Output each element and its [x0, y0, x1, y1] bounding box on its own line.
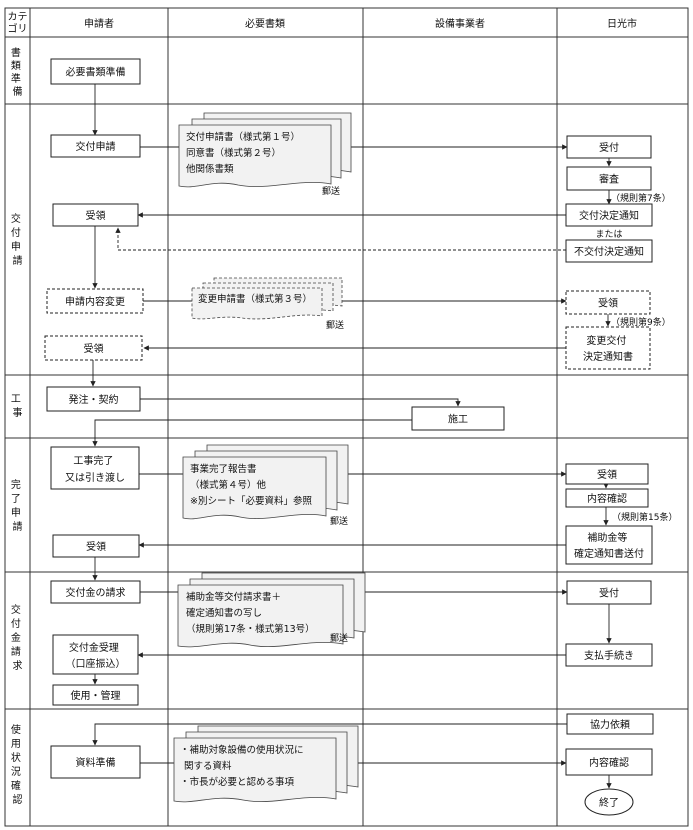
node-cooperation: 協力依頼: [566, 713, 654, 735]
doc-payment-set: 補助金等交付請求書＋ 確定通知書の写し （規則第17条・様式第13号） 郵送: [177, 572, 366, 648]
node-procedure: 支払手続き: [565, 643, 653, 667]
svg-text:受付: 受付: [599, 141, 619, 154]
svg-text:交付決定通知: 交付決定通知: [579, 209, 639, 222]
row-label-issue: 交 付 申 請: [11, 212, 24, 267]
row-label-payment: 交 付 金 請 求: [11, 603, 24, 672]
node-fix-notice: 補助金等 確定通知書送付: [565, 525, 653, 565]
mail-label: 郵送: [322, 185, 340, 197]
node-decision: 交付決定通知: [565, 203, 653, 227]
rule15-note: （規則第15条）: [612, 511, 677, 523]
svg-text:内容確認: 内容確認: [587, 492, 627, 505]
svg-text:発注・契約: 発注・契約: [69, 393, 119, 406]
svg-text:交付申請: 交付申請: [76, 140, 116, 153]
node-payment-request: 交付金の請求: [50, 580, 141, 604]
svg-text:申請内容変更: 申請内容変更: [65, 295, 125, 308]
node-work: 施工: [411, 406, 505, 431]
rule9-note: （規則第9条）: [611, 316, 671, 328]
node-city-receive4: 受付: [566, 580, 652, 605]
mail-label-2: 郵送: [326, 319, 344, 331]
node-docs-prep: 必要書類準備: [50, 58, 141, 85]
doc-change: 変更申請書（様式第３号） 郵送: [191, 277, 344, 331]
node-end: 終了: [584, 788, 634, 816]
node-city-receive3: 受領: [565, 463, 649, 485]
svg-text:審査: 審査: [599, 173, 619, 186]
row-label-prep: 書 類 準 備: [11, 46, 24, 98]
svg-text:工事完了 又は引き渡し: 工事完了 又は引き渡し: [65, 454, 125, 484]
node-applicant-receive2: 受領: [44, 335, 143, 361]
doc-usage-text: ・補助対象設備の使用状況に 関する資料 ・市長が必要と認める事項: [180, 744, 307, 788]
doc-application-set: 交付申請書（様式第１号） 同意書（様式第２号） 他関係書類 郵送: [178, 112, 352, 197]
node-change-app: 申請内容変更: [46, 288, 144, 314]
row-label-completion: 完 了 申 請: [11, 478, 24, 533]
svg-text:内容確認: 内容確認: [589, 756, 629, 769]
header-city: 日光市: [607, 17, 637, 30]
node-change-notice: 変更交付 決定通知書: [565, 326, 651, 370]
row-label-construction: 工 事: [11, 394, 24, 419]
svg-text:受領: 受領: [86, 209, 106, 222]
svg-text:受付: 受付: [599, 587, 619, 600]
doc-change-text: 変更申請書（様式第３号）: [198, 293, 312, 305]
node-application: 交付申請: [50, 134, 141, 158]
or-label: または: [595, 229, 622, 240]
mail-label-3: 郵送: [330, 515, 348, 527]
svg-text:補助金等 確定通知書送付: 補助金等 確定通知書送付: [574, 531, 644, 560]
svg-text:施工: 施工: [448, 413, 468, 426]
svg-text:受領: 受領: [86, 540, 106, 553]
svg-text:受領: 受領: [84, 342, 104, 355]
header-category-2: ゴリ: [8, 22, 28, 35]
header-row: カテ ゴリ 申請者 必要書類 設備事業者 日光市: [8, 11, 638, 35]
svg-text:終了: 終了: [599, 796, 619, 809]
node-city-receive2: 受領: [565, 290, 651, 315]
node-applicant-receive: 受領: [52, 203, 139, 227]
doc-application-text: 交付申請書（様式第１号） 同意書（様式第２号） 他関係書類: [186, 131, 303, 175]
node-city-review: 審査: [566, 166, 652, 191]
header-documents: 必要書類: [245, 17, 285, 30]
row-labels: 書 類 準 備 交 付 申 請 工 事 完 了 申 請 交 付 金 請 求: [11, 46, 24, 806]
doc-completion-text: 事業完了報告書 （様式第４号）他 ※別シート「必要資料」参照: [190, 463, 312, 507]
svg-text:支払手続き: 支払手続き: [584, 649, 634, 662]
doc-payment-text: 補助金等交付請求書＋ 確定通知書の写し （規則第17条・様式第13号）: [186, 591, 315, 635]
node-receipt: 交付金受理 （口座振込）: [52, 634, 139, 675]
node-city-receive: 受付: [566, 135, 652, 159]
node-rejection: 不交付決定通知: [565, 239, 653, 263]
row-label-usage: 使 用 状 況 確 認: [11, 723, 24, 806]
svg-text:交付金受理 （口座振込）: 交付金受理 （口座振込）: [66, 641, 126, 670]
node-city-check: 内容確認: [565, 488, 649, 508]
svg-text:受領: 受領: [597, 468, 617, 481]
doc-usage-set: ・補助対象設備の使用状況に 関する資料 ・市長が必要と認める事項: [173, 725, 359, 803]
node-order: 発注・契約: [46, 386, 141, 412]
header-contractor: 設備事業者: [435, 17, 485, 30]
header-category-1: カテ: [8, 11, 28, 23]
header-applicant: 申請者: [84, 17, 114, 30]
connectors: [90, 84, 612, 789]
rule7-note: （規則第7条）: [611, 192, 671, 204]
svg-text:必要書類準備: 必要書類準備: [66, 66, 126, 79]
svg-text:協力依頼: 協力依頼: [590, 718, 630, 731]
svg-text:交付金の請求: 交付金の請求: [66, 586, 126, 599]
mail-label-4: 郵送: [330, 632, 348, 644]
svg-text:受領: 受領: [598, 297, 618, 310]
node-use: 使用・管理: [52, 684, 139, 706]
svg-text:変更交付 決定通知書: 変更交付 決定通知書: [583, 334, 633, 363]
node-complete: 工事完了 又は引き渡し: [50, 446, 140, 490]
svg-text:使用・管理: 使用・管理: [71, 689, 121, 702]
svg-text:資料準備: 資料準備: [76, 756, 116, 769]
node-usage-check: 内容確認: [565, 748, 653, 776]
svg-text:不交付決定通知: 不交付決定通知: [574, 245, 644, 258]
table-grid: [4, 7, 689, 827]
node-usage-prep: 資料準備: [50, 745, 141, 779]
doc-completion-set: 事業完了報告書 （様式第４号）他 ※別シート「必要資料」参照 郵送: [182, 444, 349, 527]
node-applicant-receive3: 受領: [52, 534, 140, 558]
